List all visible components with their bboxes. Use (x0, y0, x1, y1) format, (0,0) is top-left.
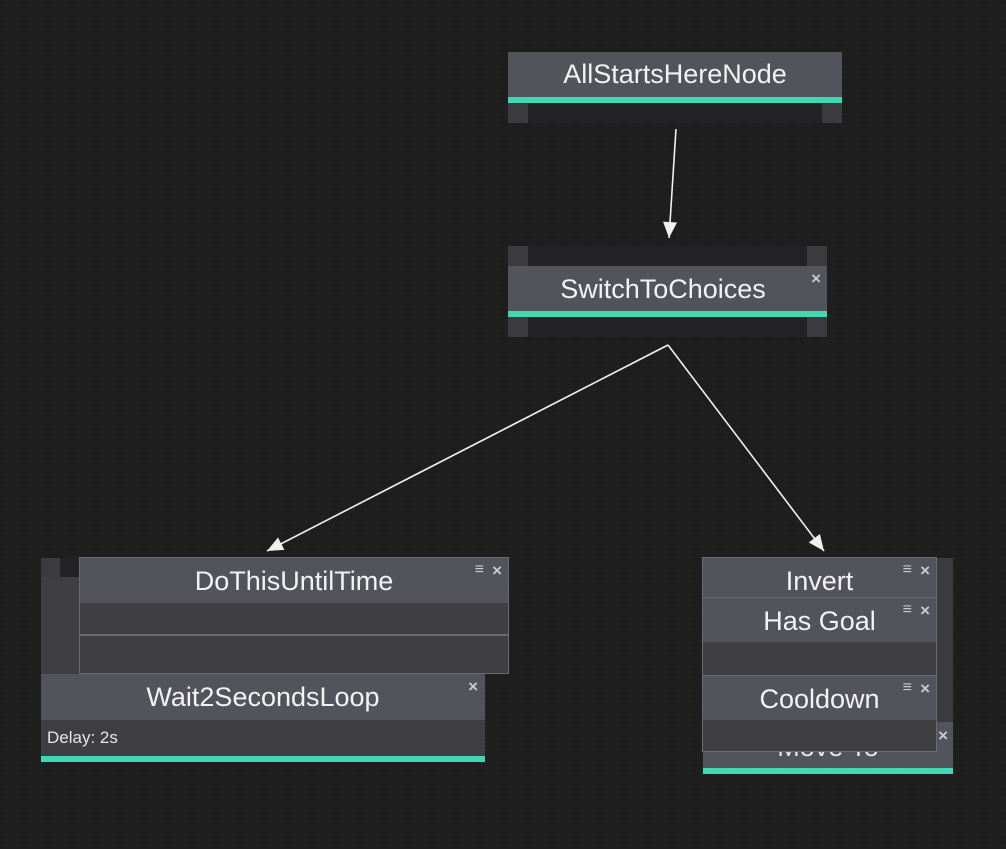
node-do-this-until-time[interactable]: DoThisUntilTime ≡ × (79, 557, 509, 674)
node-title: SwitchToChoices (560, 274, 766, 304)
close-icon[interactable]: × (468, 677, 478, 696)
edge-line (667, 344, 825, 552)
node-title: Cooldown (759, 684, 880, 714)
menu-icon[interactable]: ≡ (902, 601, 912, 618)
node-divider (80, 634, 508, 636)
node-switch-to-choices[interactable]: SwitchToChoices × (508, 246, 827, 337)
menu-icon[interactable]: ≡ (474, 561, 484, 578)
node-title: Invert (785, 566, 854, 596)
node-accent-bar (508, 97, 842, 103)
node-header[interactable]: AllStartsHereNode (508, 52, 842, 97)
edge-switch-to-do-this (266, 344, 669, 552)
edge-line (668, 128, 677, 239)
output-port[interactable] (528, 317, 807, 337)
menu-icon[interactable]: ≡ (902, 561, 912, 578)
arrow-icon (808, 534, 824, 551)
close-icon[interactable]: × (811, 269, 821, 288)
node-header[interactable]: Has Goal ≡ × (703, 598, 936, 642)
node-title: DoThisUntilTime (194, 566, 394, 596)
menu-icon[interactable]: ≡ (902, 679, 912, 696)
arrow-icon (663, 221, 678, 238)
node-subtitle: Delay: 2s (47, 728, 118, 747)
node-header[interactable]: SwitchToChoices × (508, 266, 827, 311)
node-title: AllStartsHereNode (563, 59, 787, 89)
node-header[interactable]: Cooldown ≡ × (703, 676, 936, 720)
edge-switch-to-invert (667, 344, 825, 552)
node-has-goal[interactable]: Has Goal ≡ × (702, 597, 937, 677)
node-invert[interactable]: Invert ≡ × (702, 557, 937, 599)
node-body: Delay: 2s (41, 720, 485, 756)
node-accent-bar (41, 756, 485, 762)
node-cooldown[interactable]: Cooldown ≡ × (702, 675, 937, 752)
arrow-icon (267, 537, 285, 551)
node-accent-bar (508, 311, 827, 317)
output-port[interactable] (528, 103, 822, 123)
node-body (41, 577, 80, 674)
node-header[interactable]: Wait2SecondsLoop × (41, 674, 485, 720)
node-title: Has Goal (763, 606, 876, 636)
node-accent-bar (703, 768, 953, 774)
edge-root-to-switch (663, 128, 678, 239)
close-icon[interactable]: × (920, 601, 930, 620)
close-icon[interactable]: × (920, 679, 930, 698)
edge-line (266, 344, 669, 552)
node-all-starts-here[interactable]: AllStartsHereNode (508, 52, 842, 123)
node-title: Wait2SecondsLoop (146, 682, 380, 712)
close-icon[interactable]: × (920, 561, 930, 580)
input-port[interactable] (528, 246, 807, 266)
close-icon[interactable]: × (492, 561, 502, 580)
close-icon[interactable]: × (938, 726, 948, 745)
node-header[interactable]: DoThisUntilTime ≡ × (80, 558, 508, 603)
